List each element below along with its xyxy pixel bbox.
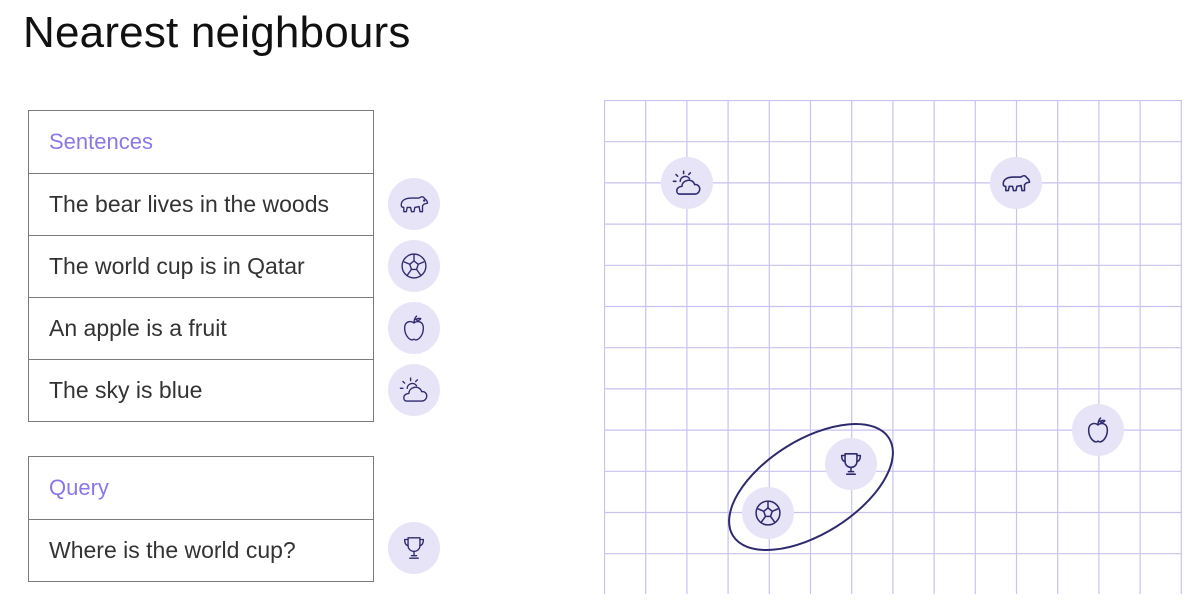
sentence-row: The bear lives in the woods bbox=[29, 173, 373, 235]
sun-cloud-icon bbox=[388, 364, 440, 416]
grid-lines bbox=[604, 100, 1182, 594]
query-header: Query bbox=[49, 475, 109, 500]
nearest-neighbour-ellipse bbox=[728, 423, 894, 551]
query-table: Query Where is the world cup? bbox=[28, 456, 374, 582]
point-soccer-ball bbox=[742, 487, 794, 539]
page-title: Nearest neighbours bbox=[23, 8, 411, 57]
point-trophy bbox=[825, 438, 877, 490]
sentence-row: An apple is a fruit bbox=[29, 297, 373, 359]
sentence-row: The sky is blue bbox=[29, 359, 373, 421]
bear-icon bbox=[388, 178, 440, 230]
apple-icon bbox=[388, 302, 440, 354]
point-bear bbox=[990, 157, 1042, 209]
trophy-icon bbox=[388, 522, 440, 574]
embedding-space-grid bbox=[604, 100, 1182, 594]
soccer-ball-icon bbox=[388, 240, 440, 292]
grid-canvas bbox=[604, 100, 1182, 594]
sentence-row: The world cup is in Qatar bbox=[29, 235, 373, 297]
query-row: Where is the world cup? bbox=[29, 519, 373, 581]
point-sun-cloud bbox=[661, 157, 713, 209]
sentences-table: Sentences The bear lives in the woods Th… bbox=[28, 110, 374, 422]
sentences-header: Sentences bbox=[49, 129, 153, 154]
point-apple bbox=[1072, 404, 1124, 456]
